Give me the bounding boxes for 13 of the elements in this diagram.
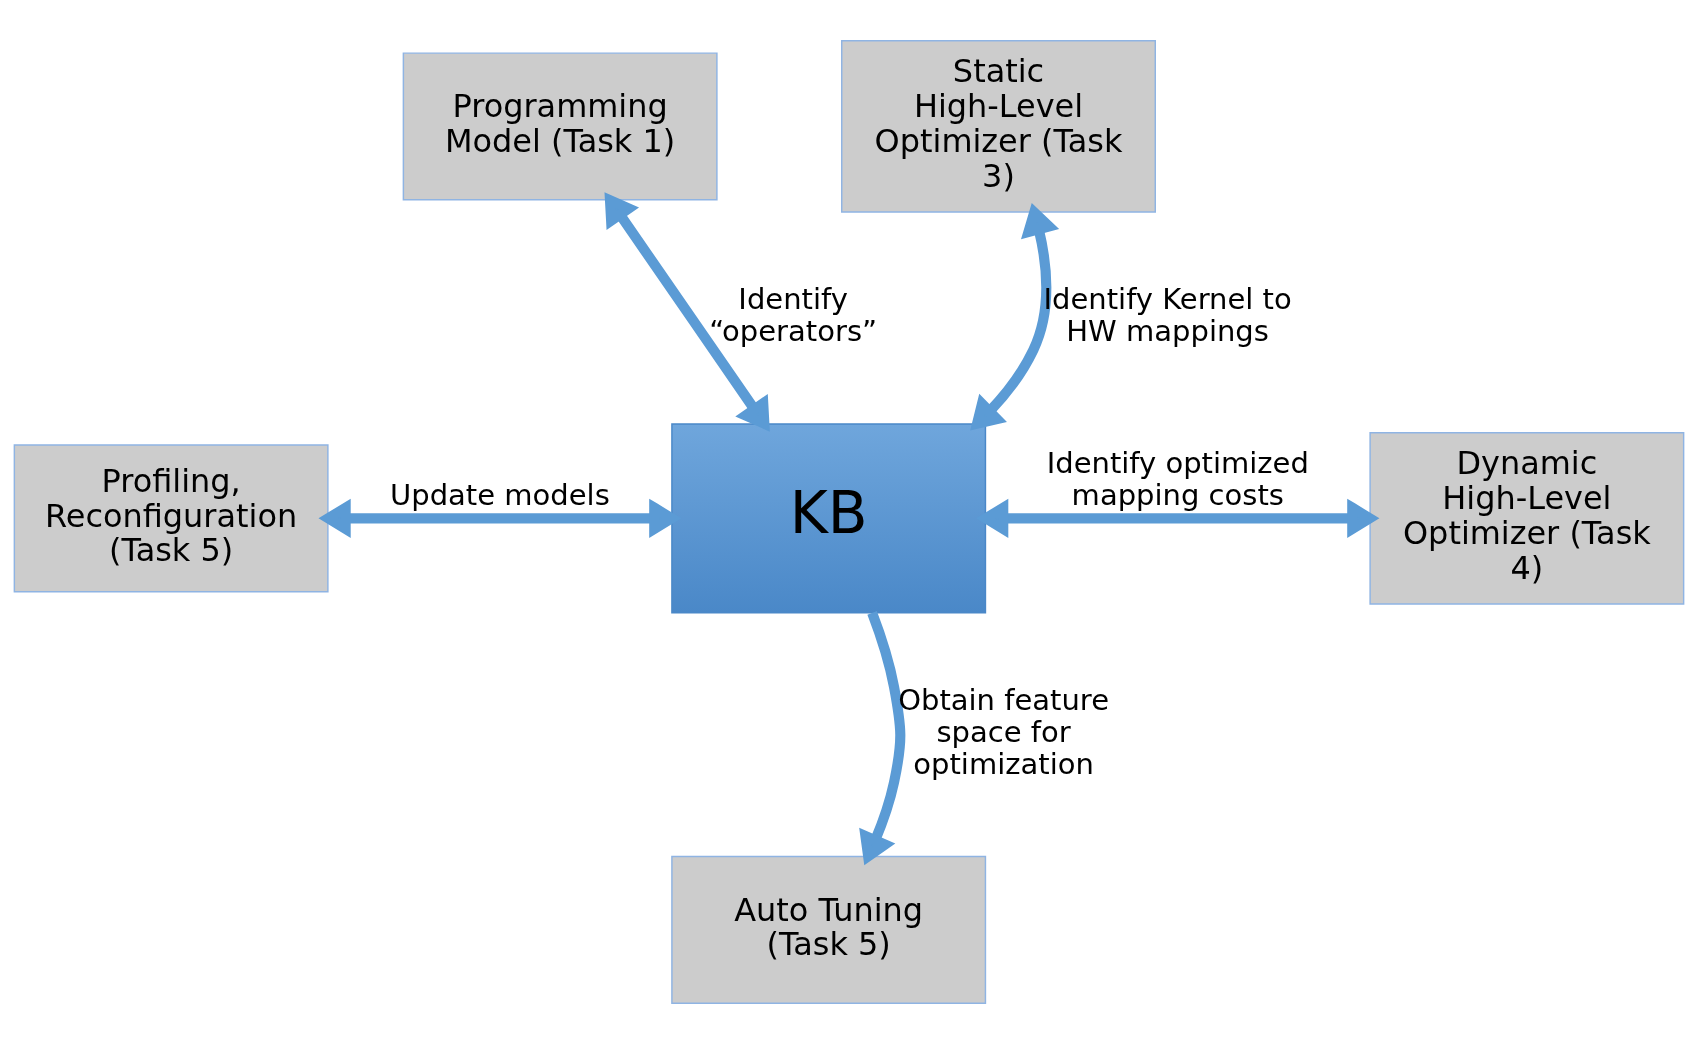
node-box: Programming Model (Task 1)	[402, 52, 718, 201]
node-box: Dynamic High-Level Optimizer (Task 4)	[1369, 432, 1685, 605]
arrow	[859, 611, 906, 866]
node-box: Static High-Level Optimizer (Task 3)	[841, 40, 1156, 213]
arrow	[970, 203, 1060, 431]
edge-label: Obtain feature space for optimization	[898, 682, 1110, 781]
edge-label: Update models	[390, 478, 610, 513]
arrow	[604, 192, 770, 432]
edge-label: Identify “operators”	[709, 282, 878, 349]
node-box: KB	[671, 423, 987, 614]
edge-label: Identify optimized mapping costs	[1046, 446, 1309, 513]
node-box: Profiling, Reconfiguration (Task 5)	[13, 444, 329, 593]
node-box: Auto Tuning (Task 5)	[671, 855, 987, 1004]
